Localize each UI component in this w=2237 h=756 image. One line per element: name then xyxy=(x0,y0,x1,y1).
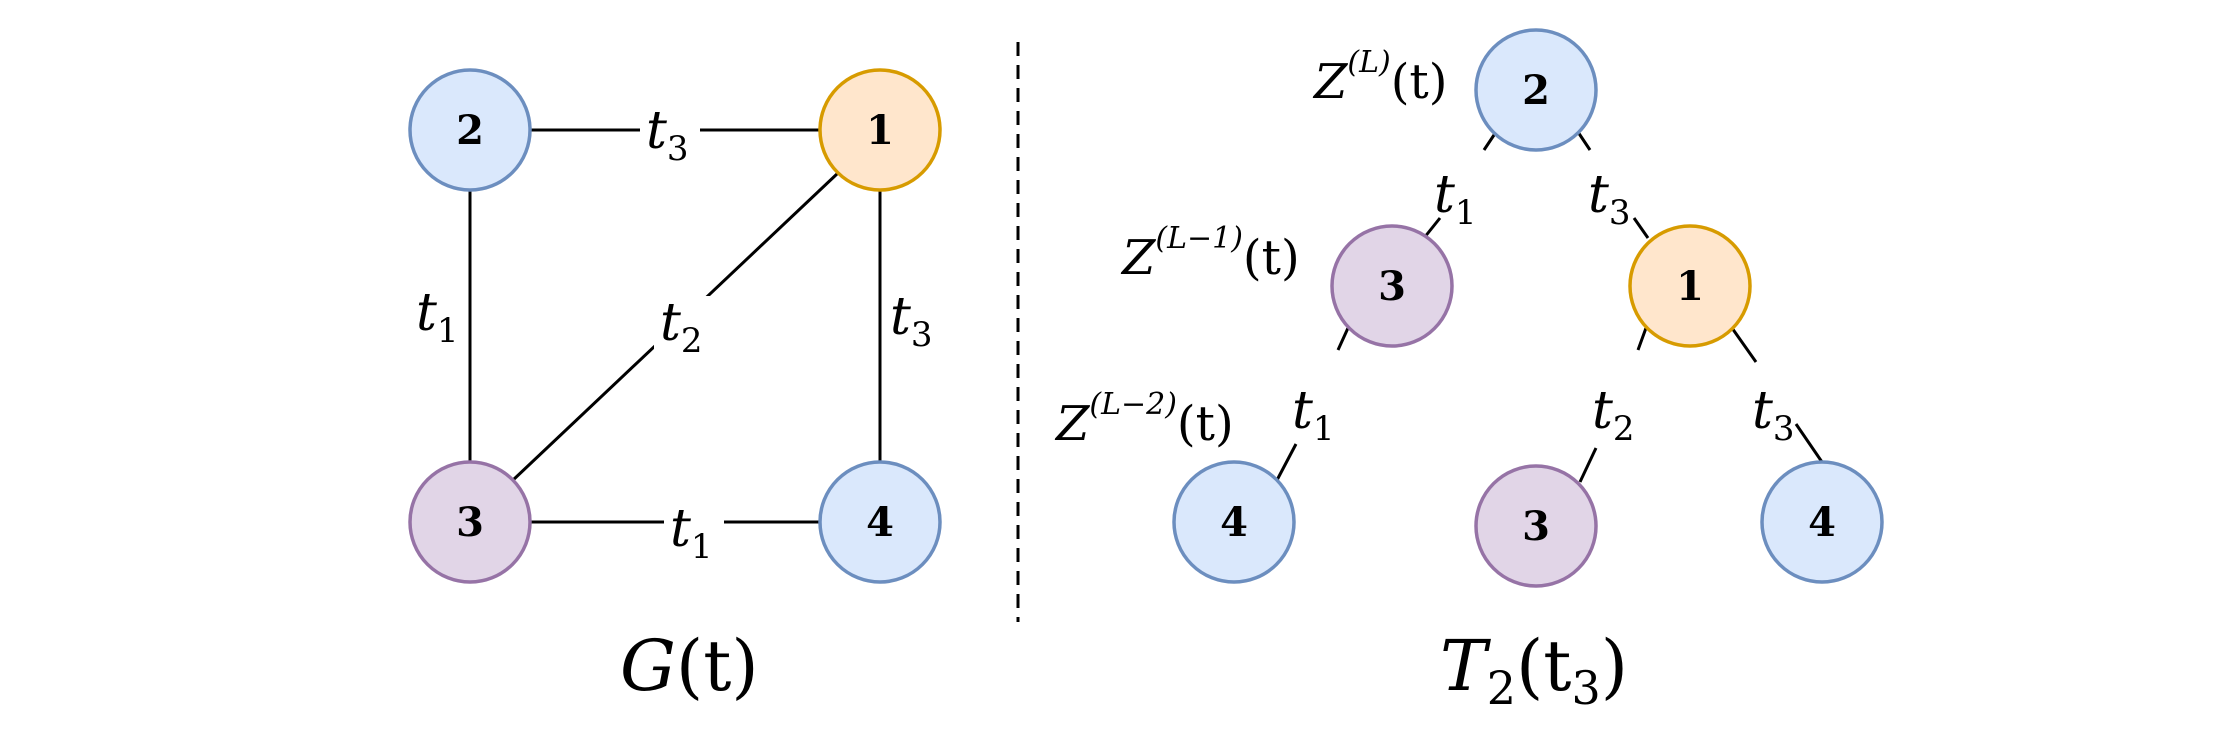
svg-text:4: 4 xyxy=(1808,499,1836,546)
tree-node-l2-3: 3 xyxy=(1474,464,1598,588)
graph-caption: G(t) xyxy=(620,625,759,707)
svg-text:t1: t1 xyxy=(416,283,459,351)
svg-text:4: 4 xyxy=(866,499,894,546)
tree-level-label-L-1: Z(L−1)(t) xyxy=(1120,221,1300,286)
svg-text:t1: t1 xyxy=(1292,381,1335,449)
graph-node-4: 4 xyxy=(818,460,942,584)
graph-edge-label-1-4: t3 xyxy=(886,287,942,355)
svg-text:t3: t3 xyxy=(1588,165,1631,233)
tree-node-l2-4-right: 4 xyxy=(1760,460,1884,584)
graph-g: t3 t1 t2 t3 t1 2 1 3 xyxy=(408,68,942,707)
svg-text:t1: t1 xyxy=(1434,165,1477,233)
tree-node-l2-4-left: 4 xyxy=(1172,460,1296,584)
graph-node-2: 2 xyxy=(408,68,532,192)
svg-text:t3: t3 xyxy=(1752,381,1795,449)
svg-text:3: 3 xyxy=(1378,263,1406,310)
svg-text:t2: t2 xyxy=(1592,381,1635,449)
svg-text:t3: t3 xyxy=(646,101,689,169)
svg-text:2: 2 xyxy=(456,107,484,154)
tree-node-l1-3: 3 xyxy=(1330,224,1454,348)
tree-edge-1-3: t2 xyxy=(1578,327,1648,483)
tree-edge-3-4: t1 xyxy=(1274,327,1350,483)
tree-t2: t1 t3 t1 t2 t3 2 3 xyxy=(1054,28,1884,715)
svg-text:3: 3 xyxy=(1522,503,1550,550)
svg-text:4: 4 xyxy=(1220,499,1248,546)
svg-text:3: 3 xyxy=(456,499,484,546)
svg-text:t3: t3 xyxy=(890,287,933,355)
tree-node-l1-1: 1 xyxy=(1628,224,1752,348)
graph-edge-label-1-3: t2 xyxy=(654,293,712,361)
graph-edge-label-3-4: t1 xyxy=(664,498,724,567)
svg-text:t2: t2 xyxy=(660,293,703,361)
svg-text:t1: t1 xyxy=(670,499,713,567)
svg-text:2: 2 xyxy=(1522,67,1550,114)
svg-text:1: 1 xyxy=(1676,263,1704,310)
tree-edge-2-3: t1 xyxy=(1422,131,1498,239)
tree-caption: T2(t3) xyxy=(1440,625,1628,715)
tree-edge-1-4: t3 xyxy=(1730,327,1824,463)
graph-node-1: 1 xyxy=(818,68,942,192)
graph-edge-label-2-3: t1 xyxy=(412,283,468,351)
tree-edge-2-1: t3 xyxy=(1576,131,1650,239)
tree-level-label-L: Z(L)(t) xyxy=(1312,45,1447,110)
tree-level-label-L-2: Z(L−2)(t) xyxy=(1054,387,1234,452)
tree-node-root-2: 2 xyxy=(1474,28,1598,152)
graph-node-3: 3 xyxy=(408,460,532,584)
svg-text:1: 1 xyxy=(866,107,894,154)
graph-edge-label-2-1: t3 xyxy=(640,100,700,169)
